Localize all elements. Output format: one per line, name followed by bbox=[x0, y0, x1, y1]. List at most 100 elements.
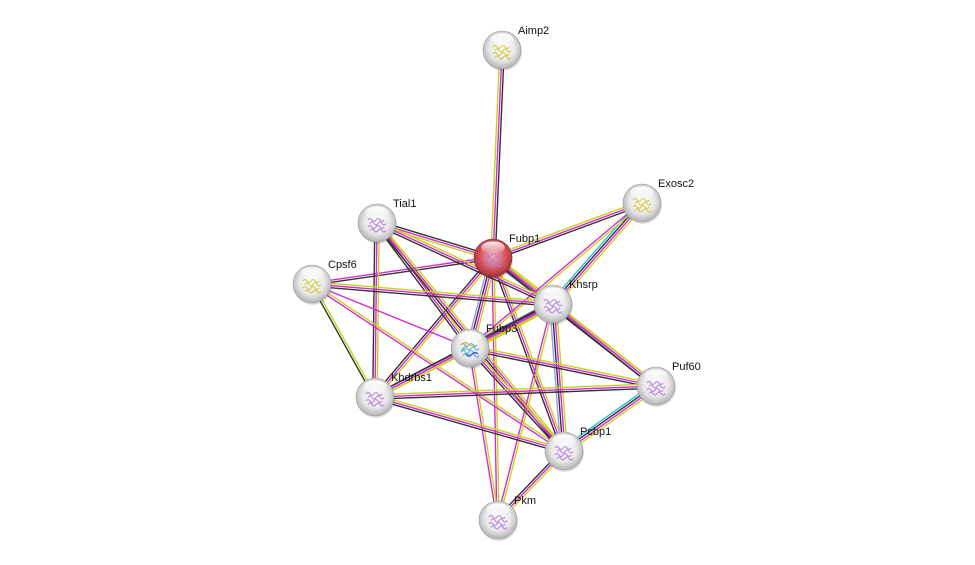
node-label: Pkm bbox=[514, 495, 536, 507]
edge-line-coexpression bbox=[373, 398, 565, 454]
protein-structure-icon bbox=[488, 514, 508, 530]
edge-line-database bbox=[549, 200, 641, 303]
edge-fubp3-puf60[interactable] bbox=[468, 345, 658, 389]
edge-line-textmining bbox=[469, 345, 658, 385]
edge-line-textmining bbox=[312, 282, 377, 398]
edge-tial1-khsrp[interactable] bbox=[375, 220, 555, 307]
edge-fubp1-aimp2[interactable] bbox=[490, 49, 505, 259]
node-label: Aimp2 bbox=[518, 25, 549, 37]
edge-line-homology bbox=[549, 303, 562, 452]
edge-exosc2-fubp3[interactable] bbox=[468, 201, 644, 350]
edge-line-coexpression bbox=[311, 258, 494, 286]
edge-line-textmining bbox=[470, 203, 644, 350]
edge-line-coexpression bbox=[372, 255, 493, 397]
edge-fubp1-cpsf6[interactable] bbox=[311, 256, 494, 286]
bubble-highlight bbox=[300, 267, 324, 280]
node-label: Tial1 bbox=[393, 198, 416, 210]
edge-line-experiments bbox=[468, 201, 642, 348]
edge-line-experiments bbox=[469, 347, 657, 387]
edge-line-experiments bbox=[492, 257, 565, 452]
node-fubp1[interactable]: Fubp1 bbox=[473, 233, 540, 279]
edge-line-experiments bbox=[311, 256, 494, 284]
edge-line-textmining bbox=[490, 49, 501, 259]
node-exosc2[interactable]: Exosc2 bbox=[622, 178, 694, 224]
edge-cpsf6-khsrp[interactable] bbox=[311, 281, 554, 307]
node-pkm[interactable]: Pkm bbox=[478, 495, 536, 541]
bubble-highlight bbox=[644, 369, 668, 382]
protein-structure-icon bbox=[543, 298, 563, 314]
edge-khdrbs1-pcbp1[interactable] bbox=[373, 394, 566, 454]
edge-khdrbs1-puf60[interactable] bbox=[374, 383, 657, 400]
protein-structure-icon bbox=[483, 252, 503, 268]
edge-line-experiments bbox=[492, 202, 643, 259]
edge-line-textmining bbox=[376, 222, 380, 398]
edge-fubp1-khdrbs1[interactable] bbox=[372, 255, 496, 400]
edge-line-textmining bbox=[374, 394, 566, 450]
node-puf60[interactable]: Puf60 bbox=[636, 361, 701, 407]
protein-structure-icon bbox=[554, 445, 574, 461]
edge-line-textmining bbox=[554, 204, 646, 307]
edge-fubp3-pkm[interactable] bbox=[468, 347, 500, 521]
edge-line-experiments bbox=[552, 303, 657, 387]
edge-cpsf6-khdrbs1[interactable] bbox=[310, 282, 377, 399]
edge-fubp1-pcbp1[interactable] bbox=[490, 256, 567, 453]
edge-line-experiments bbox=[374, 396, 565, 452]
edge-cpsf6-fubp3[interactable] bbox=[311, 283, 471, 349]
bubble-highlight bbox=[552, 434, 576, 447]
edge-line-experiments bbox=[553, 303, 566, 452]
edge-line-coexpression bbox=[490, 258, 563, 453]
node-khdrbs1[interactable]: Khdrbs1 bbox=[355, 372, 432, 418]
edge-line-experiments bbox=[311, 283, 554, 305]
edge-line-coexpression bbox=[493, 204, 644, 261]
node-fubp3[interactable]: Fubp3 bbox=[450, 323, 517, 369]
bubble-highlight bbox=[541, 287, 565, 300]
bubble-highlight bbox=[481, 241, 505, 254]
edge-line-experiments bbox=[374, 385, 657, 398]
edge-line-coexpression bbox=[376, 220, 495, 257]
edge-khsrp-pcbp1[interactable] bbox=[549, 303, 568, 452]
edge-line-textmining bbox=[491, 200, 642, 257]
node-pcbp1[interactable]: Pcbp1 bbox=[544, 426, 611, 472]
edge-line-coexpression bbox=[550, 305, 656, 389]
node-aimp2[interactable]: Aimp2 bbox=[482, 25, 549, 71]
edge-line-textmining bbox=[374, 383, 657, 396]
edge-line-coexpression bbox=[311, 285, 554, 307]
edge-line-textmining bbox=[311, 281, 554, 303]
edge-line-coexpression bbox=[374, 387, 657, 400]
edge-tial1-fubp3[interactable] bbox=[374, 220, 473, 351]
node-khsrp[interactable]: Khsrp bbox=[533, 279, 598, 325]
edge-fubp1-exosc2[interactable] bbox=[491, 200, 644, 261]
edge-line-textmining bbox=[494, 256, 567, 451]
bubble-highlight bbox=[363, 380, 387, 393]
edge-line-experiments bbox=[492, 49, 503, 259]
protein-structure-icon bbox=[365, 391, 385, 407]
edge-khsrp-puf60[interactable] bbox=[550, 301, 659, 389]
edge-line-experiments bbox=[374, 257, 494, 398]
edge-line-textmining bbox=[377, 220, 555, 303]
edge-line-textmining bbox=[378, 220, 473, 348]
edge-line-experiments bbox=[469, 347, 565, 452]
node-label: Fubp1 bbox=[509, 233, 540, 245]
protein-structure-icon bbox=[302, 278, 322, 294]
edge-line-coexpression bbox=[551, 201, 642, 304]
edge-line-experiments bbox=[376, 222, 471, 349]
edge-line-textmining bbox=[555, 303, 568, 452]
bubble-highlight bbox=[490, 33, 514, 46]
bubble-highlight bbox=[486, 503, 510, 516]
bubble-highlight bbox=[365, 206, 389, 219]
node-cpsf6[interactable]: Cpsf6 bbox=[292, 259, 357, 305]
node-tial1[interactable]: Tial1 bbox=[357, 198, 416, 244]
edge-line-textmining bbox=[470, 345, 567, 451]
edge-line-coexpression bbox=[374, 223, 469, 351]
edge-line-coexpression bbox=[551, 303, 564, 452]
protein-structure-icon bbox=[492, 44, 512, 60]
node-label: Khsrp bbox=[569, 279, 598, 291]
protein-structure-icon bbox=[646, 380, 666, 396]
edge-line-experiments bbox=[553, 203, 644, 306]
protein-structure-icon bbox=[460, 341, 480, 358]
edge-exosc2-khsrp[interactable] bbox=[549, 200, 646, 307]
edge-line-coexpression bbox=[310, 283, 375, 399]
edge-fubp3-pcbp1[interactable] bbox=[467, 345, 567, 454]
